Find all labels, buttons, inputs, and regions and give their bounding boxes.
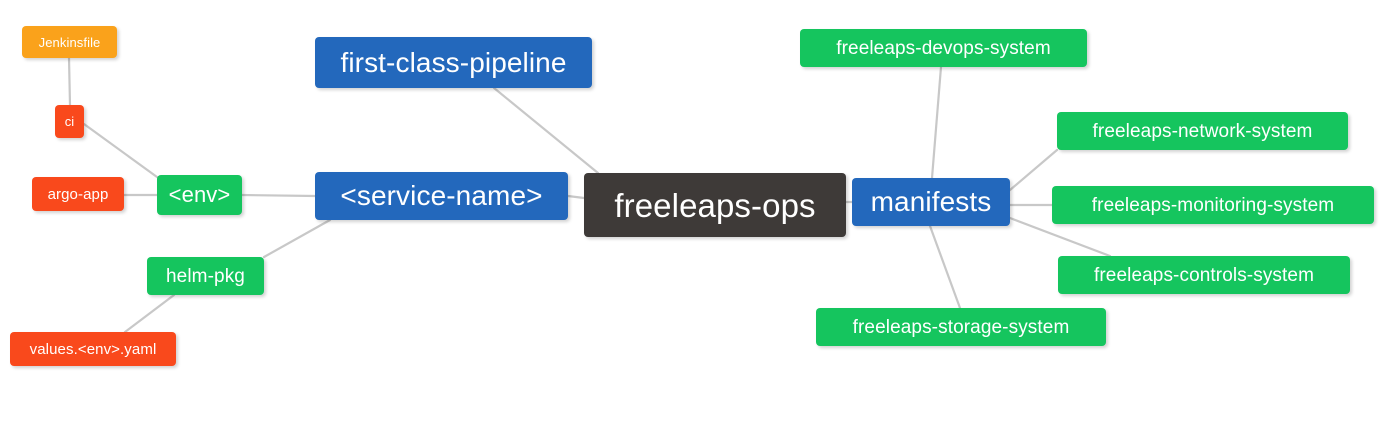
node-label-monitoring-system: freeleaps-monitoring-system [1091, 194, 1335, 216]
node-ci[interactable]: ci [55, 105, 84, 138]
node-label-jenkinsfile: Jenkinsfile [38, 34, 101, 50]
node-label-service-name: <service-name> [340, 180, 543, 211]
node-storage-system[interactable]: freeleaps-storage-system [816, 308, 1106, 346]
node-label-first-class-pipeline: first-class-pipeline [340, 46, 567, 78]
edge-env-to-service-name [240, 193, 317, 198]
edge-first-class-pipeline-to-freeleaps-ops [492, 86, 600, 175]
node-values-yaml[interactable]: values.<env>.yaml [10, 332, 176, 366]
node-jenkinsfile[interactable]: Jenkinsfile [22, 26, 117, 58]
node-argo-app[interactable]: argo-app [32, 177, 124, 211]
node-freeleaps-ops[interactable]: freeleaps-ops [584, 173, 846, 237]
node-service-name[interactable]: <service-name> [315, 172, 568, 220]
node-helm-pkg[interactable]: helm-pkg [147, 257, 264, 295]
node-first-class-pipeline[interactable]: first-class-pipeline [315, 37, 592, 88]
edge-helm-pkg-to-service-name [262, 218, 332, 259]
edge-manifests-to-network-system [1008, 148, 1059, 192]
node-label-values-yaml: values.<env>.yaml [29, 340, 157, 358]
edge-ci-to-env [82, 122, 159, 179]
node-label-argo-app: argo-app [47, 185, 109, 203]
node-network-system[interactable]: freeleaps-network-system [1057, 112, 1348, 150]
edge-devops-system-to-manifests [930, 65, 943, 180]
node-monitoring-system[interactable]: freeleaps-monitoring-system [1052, 186, 1374, 224]
node-label-storage-system: freeleaps-storage-system [852, 316, 1070, 338]
node-controls-system[interactable]: freeleaps-controls-system [1058, 256, 1350, 294]
node-label-env: <env> [168, 182, 231, 207]
node-label-freeleaps-ops: freeleaps-ops [614, 186, 816, 224]
edge-service-name-to-freeleaps-ops [566, 194, 586, 200]
node-label-devops-system: freeleaps-devops-system [836, 37, 1051, 59]
node-devops-system[interactable]: freeleaps-devops-system [800, 29, 1087, 67]
node-label-network-system: freeleaps-network-system [1092, 120, 1313, 142]
node-env[interactable]: <env> [157, 175, 242, 215]
edge-jenkinsfile-to-ci [67, 56, 72, 107]
edge-manifests-to-storage-system [928, 224, 962, 310]
node-manifests[interactable]: manifests [852, 178, 1010, 226]
node-label-manifests: manifests [870, 186, 992, 217]
node-label-ci: ci [64, 114, 75, 129]
node-label-helm-pkg: helm-pkg [166, 265, 245, 287]
edge-values-yaml-to-helm-pkg [123, 293, 176, 334]
node-label-controls-system: freeleaps-controls-system [1093, 264, 1315, 286]
